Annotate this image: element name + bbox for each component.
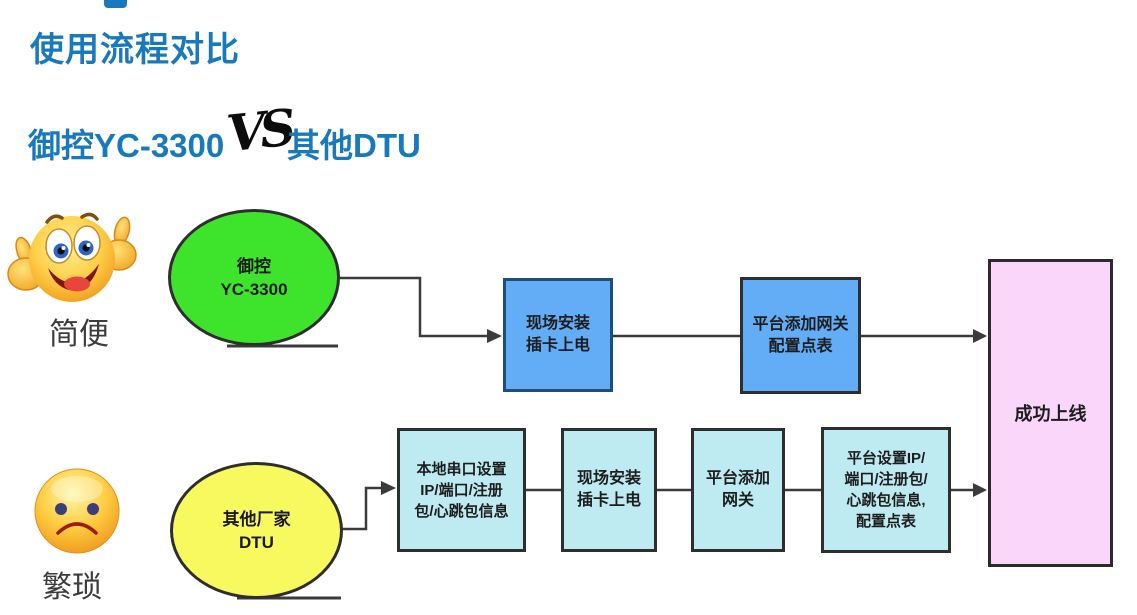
step-label-line: 本地串口设置 (416, 460, 507, 478)
mood-label-complex: 繁琐 (42, 571, 102, 604)
left-eye (55, 503, 67, 515)
step-site-install-simple: 现场安装 插卡上电 (503, 278, 613, 392)
step-platform-add-gateway-complex: 平台添加 网关 (691, 428, 785, 552)
step-label-line: 平台添加网关 (752, 315, 849, 333)
step-platform-add-gateway-simple: 平台添加网关 配置点表 (740, 277, 861, 394)
arrowhead-result-top (973, 329, 987, 343)
step-label-line: 配置点表 (855, 513, 916, 530)
step-label-line: 现场安装 (576, 470, 641, 487)
tongue (64, 276, 90, 292)
source-ellipse-other-dtu: 其他厂家 DTU (170, 462, 343, 599)
step-local-serial-setup: 本地串口设置 IP/端口/注册 包/心跳包信息 (397, 428, 526, 552)
arrowhead-stepA (381, 481, 396, 495)
step-label-line: 心跳包信息, (846, 492, 926, 509)
source-label-line: DTU (239, 532, 274, 552)
versus-right-product: 其他DTU (287, 127, 421, 164)
versus-left-product: 御控YC-3300 (28, 127, 225, 164)
right-eyebrow (80, 212, 99, 221)
step-label-line: 插卡上电 (525, 337, 590, 354)
arrowhead-result-bottom (973, 483, 987, 497)
page-title: 使用流程对比 (30, 31, 240, 69)
arrowhead-step1 (487, 329, 502, 343)
connector-yellow-to-stepA (341, 486, 381, 531)
step-label-line: 端口/注册包/ (844, 471, 928, 488)
step-platform-setup-ip: 平台设置IP/ 端口/注册包/ 心跳包信息, 配置点表 (821, 427, 951, 553)
source-label-line: 其他厂家 (222, 509, 291, 529)
left-eyebrow (45, 214, 64, 224)
face (34, 468, 120, 554)
step-site-install-complex: 现场安装 插卡上电 (561, 428, 657, 552)
result-label: 成功上线 (1014, 404, 1087, 424)
step-label-line: 现场安装 (525, 315, 590, 332)
top-edge-blue-fragment (104, 0, 127, 8)
eyes (45, 225, 101, 264)
step-label-line: 平台添加 (705, 470, 770, 487)
gloss-highlight (51, 476, 103, 502)
source-ellipse-yc3300: 御控 YC-3300 (168, 209, 340, 346)
thumbs-up-happy-emoji-icon (7, 212, 137, 302)
step-label-line: 插卡上电 (576, 492, 641, 509)
sad-frown-emoji-icon (34, 468, 120, 554)
source-label-line: YC-3300 (220, 279, 288, 299)
step-label-line: 网关 (721, 492, 754, 509)
source-label-line: 御控 (237, 256, 271, 276)
step-label-line: IP/端口/注册 (420, 481, 503, 499)
frown-mouth (56, 522, 98, 535)
mood-label-simple: 简便 (49, 318, 109, 351)
vs-icon: VS (224, 97, 293, 164)
step-label-line: 平台设置IP/ (846, 450, 926, 467)
right-eye (87, 503, 99, 515)
connector-green-to-step1 (340, 276, 487, 338)
step-label-line: 配置点表 (768, 337, 833, 355)
step-label-line: 包/心跳包信息 (414, 502, 509, 520)
result-online-success: 成功上线 (988, 259, 1113, 567)
